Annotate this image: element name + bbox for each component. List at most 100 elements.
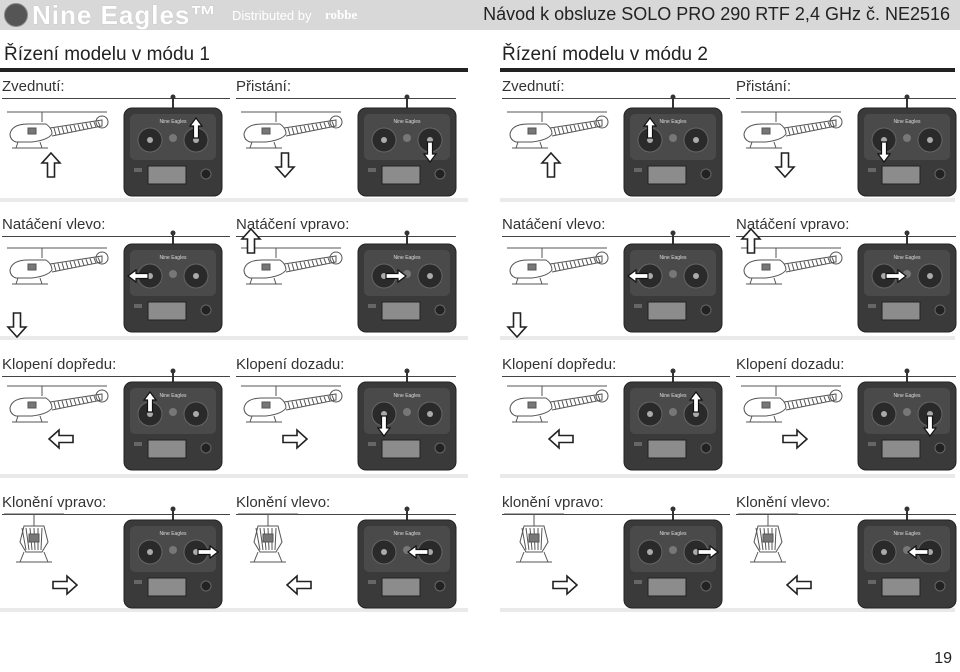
label-rule xyxy=(736,98,956,99)
maneuver-label: Natáčení vlevo: xyxy=(2,216,106,233)
label-rule xyxy=(736,236,956,237)
transmitter-image: Nine Eagles xyxy=(357,94,457,197)
helicopter-front-view-icon xyxy=(504,513,564,563)
model-motion-arrow-up xyxy=(540,152,562,178)
transmitter-brand-label: Nine Eagles xyxy=(660,393,687,399)
mode-2-title: Řízení modelu v módu 2 xyxy=(502,44,708,65)
page-header: Nine Eagles™ Distributed by robbe Návod … xyxy=(0,0,960,30)
transmitter-brand-label: Nine Eagles xyxy=(894,119,921,125)
label-rule xyxy=(2,514,230,515)
stick-direction-arrow-down xyxy=(876,141,892,163)
model-motion-arrow-up xyxy=(240,228,262,254)
maneuver-label: Klopení dozadu: xyxy=(236,356,345,373)
stick-direction-arrow-down xyxy=(422,141,438,163)
transmitter-image: Nine Eagles xyxy=(623,368,723,471)
row-shade-band xyxy=(500,198,955,202)
transmitter-image: Nine Eagles xyxy=(857,368,957,471)
transmitter-image: Nine Eagles xyxy=(123,230,223,333)
helicopter-side-view-icon xyxy=(7,111,109,149)
maneuver-label: Zvednutí: xyxy=(2,78,65,95)
model-motion-arrow-up xyxy=(740,228,762,254)
transmitter-brand-label: Nine Eagles xyxy=(394,393,421,399)
model-motion-arrow-right xyxy=(552,574,578,596)
label-rule xyxy=(2,376,230,377)
model-motion-arrow-down xyxy=(774,152,796,178)
label-rule xyxy=(236,376,456,377)
label-rule xyxy=(502,236,730,237)
transmitter-brand-label: Nine Eagles xyxy=(660,255,687,261)
transmitter-image: Nine Eagles xyxy=(357,368,457,471)
model-motion-arrow-up xyxy=(40,152,62,178)
helicopter-side-view-icon xyxy=(507,111,609,149)
model-motion-arrow-down xyxy=(506,312,528,338)
transmitter-brand-label: Nine Eagles xyxy=(894,255,921,261)
stick-direction-arrow-left xyxy=(407,544,429,560)
transmitter-image: Nine Eagles xyxy=(857,230,957,333)
mode-1-rule xyxy=(0,68,468,72)
row-shade-band xyxy=(0,336,468,340)
model-motion-arrow-down xyxy=(6,312,28,338)
stick-direction-arrow-up xyxy=(688,391,704,413)
eagle-logo-icon xyxy=(4,3,28,27)
mode-2-rule xyxy=(500,68,955,72)
maneuver-label: Natáčení vpravo: xyxy=(236,216,350,233)
row-shade-band xyxy=(500,608,955,612)
label-rule xyxy=(236,514,456,515)
row-shade-band xyxy=(500,474,955,478)
maneuver-label: Klonění vlevo: xyxy=(236,494,331,511)
helicopter-side-view-icon xyxy=(7,385,109,423)
model-motion-arrow-right xyxy=(782,428,808,450)
transmitter-brand-label: Nine Eagles xyxy=(660,119,687,125)
label-rule xyxy=(236,236,456,237)
stick-direction-arrow-left xyxy=(127,268,149,284)
stick-direction-arrow-up xyxy=(142,391,158,413)
maneuver-label: Klonění vlevo: xyxy=(736,494,831,511)
distributor-logo: robbe xyxy=(325,7,358,22)
row-shade-band xyxy=(500,336,955,340)
model-motion-arrow-left xyxy=(286,574,312,596)
transmitter-brand-label: Nine Eagles xyxy=(394,531,421,537)
model-motion-arrow-right xyxy=(52,574,78,596)
transmitter-image: Nine Eagles xyxy=(357,506,457,609)
label-rule xyxy=(736,376,956,377)
label-rule xyxy=(2,98,230,99)
stick-direction-arrow-right xyxy=(385,268,407,284)
transmitter-brand-label: Nine Eagles xyxy=(394,119,421,125)
helicopter-side-view-icon xyxy=(7,247,109,285)
label-rule xyxy=(502,376,730,377)
maneuver-label: Natáčení vlevo: xyxy=(502,216,606,233)
brand-name: Nine Eagles™ xyxy=(32,0,218,30)
stick-direction-arrow-right xyxy=(197,544,219,560)
maneuver-label: Natáčení vpravo: xyxy=(736,216,850,233)
helicopter-front-view-icon xyxy=(238,513,298,563)
transmitter-image: Nine Eagles xyxy=(123,506,223,609)
maneuver-label: Klopení dozadu: xyxy=(736,356,845,373)
maneuver-label: Klopení dopředu: xyxy=(2,356,117,373)
transmitter-brand-label: Nine Eagles xyxy=(894,393,921,399)
maneuver-label: Přistání: xyxy=(736,78,792,95)
transmitter-image: Nine Eagles xyxy=(623,230,723,333)
helicopter-side-view-icon xyxy=(507,385,609,423)
stick-direction-arrow-down xyxy=(376,415,392,437)
helicopter-side-view-icon xyxy=(241,247,343,285)
document-title: Návod k obsluze SOLO PRO 290 RTF 2,4 GHz… xyxy=(483,4,950,24)
stick-direction-arrow-left xyxy=(627,268,649,284)
model-motion-arrow-left xyxy=(548,428,574,450)
transmitter-image: Nine Eagles xyxy=(857,94,957,197)
model-motion-arrow-right xyxy=(282,428,308,450)
helicopter-side-view-icon xyxy=(507,247,609,285)
transmitter-image: Nine Eagles xyxy=(357,230,457,333)
mode-1-title: Řízení modelu v módu 1 xyxy=(4,44,210,65)
transmitter-image: Nine Eagles xyxy=(123,368,223,471)
helicopter-front-view-icon xyxy=(4,513,64,563)
model-motion-arrow-left xyxy=(48,428,74,450)
stick-direction-arrow-right xyxy=(697,544,719,560)
transmitter-brand-label: Nine Eagles xyxy=(894,531,921,537)
stick-direction-arrow-right xyxy=(885,268,907,284)
label-rule xyxy=(502,514,730,515)
maneuver-label: Zvednutí: xyxy=(502,78,565,95)
stick-direction-arrow-up xyxy=(188,117,204,139)
label-rule xyxy=(236,98,456,99)
transmitter-brand-label: Nine Eagles xyxy=(160,531,187,537)
transmitter-brand-label: Nine Eagles xyxy=(660,531,687,537)
